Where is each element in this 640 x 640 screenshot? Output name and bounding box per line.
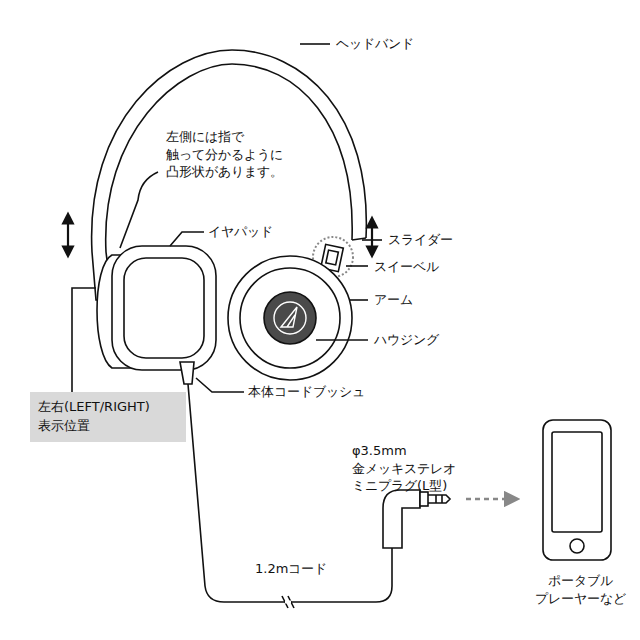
part-label: 左側には指で 触って分かるように 凸形状があります。 bbox=[166, 128, 316, 181]
leader-line bbox=[362, 239, 382, 241]
position-note: 左右(LEFT/RIGHT) 表示位置 bbox=[38, 398, 178, 436]
leader-line bbox=[120, 172, 158, 248]
leader-line bbox=[170, 232, 204, 246]
headband-inner bbox=[106, 64, 353, 252]
arm bbox=[228, 256, 352, 380]
part-label: イヤパッド bbox=[208, 223, 298, 241]
leader-line bbox=[350, 299, 368, 301]
logo bbox=[281, 307, 297, 327]
part-label: ポータブル プレーヤーなど bbox=[530, 572, 630, 607]
leader-line bbox=[316, 339, 368, 341]
cord-bushing bbox=[180, 362, 194, 384]
leader-line bbox=[346, 265, 368, 267]
cord-break-gap bbox=[285, 601, 291, 604]
part-label: 1.2mコード bbox=[255, 560, 345, 578]
logo-ring bbox=[274, 302, 306, 334]
connect-arrow bbox=[466, 498, 512, 500]
leader-line bbox=[300, 43, 330, 45]
legend-box: 左右(LEFT/RIGHT) 表示位置 bbox=[30, 392, 186, 442]
leader-line bbox=[72, 288, 96, 392]
player-button bbox=[570, 539, 584, 553]
plug-pin bbox=[428, 495, 450, 503]
leader-line bbox=[196, 378, 244, 392]
part-label: アーム bbox=[374, 291, 464, 309]
part-label: 本体コードブッシュ bbox=[248, 383, 388, 401]
slider-arrow bbox=[67, 218, 69, 252]
part-label: ヘッドバンド bbox=[336, 35, 446, 53]
plug-collar bbox=[420, 492, 428, 506]
housing bbox=[240, 268, 340, 368]
swivel-inner bbox=[326, 250, 338, 265]
part-label: ハウジング bbox=[374, 331, 474, 349]
ear-pad bbox=[112, 246, 216, 370]
player-screen bbox=[552, 432, 602, 532]
portable-player bbox=[543, 420, 611, 560]
part-label: スライダー bbox=[388, 231, 478, 249]
headband bbox=[92, 50, 367, 252]
cord-break bbox=[282, 596, 294, 608]
part-label: スイーベル bbox=[374, 258, 464, 276]
plug-body bbox=[383, 490, 420, 548]
slider-arrow bbox=[371, 222, 373, 252]
part-label: φ3.5mm 金メッキステレオ ミニプラグ(L型) bbox=[352, 442, 482, 495]
housing-badge bbox=[264, 292, 316, 344]
ear-pad-inner bbox=[124, 258, 204, 358]
